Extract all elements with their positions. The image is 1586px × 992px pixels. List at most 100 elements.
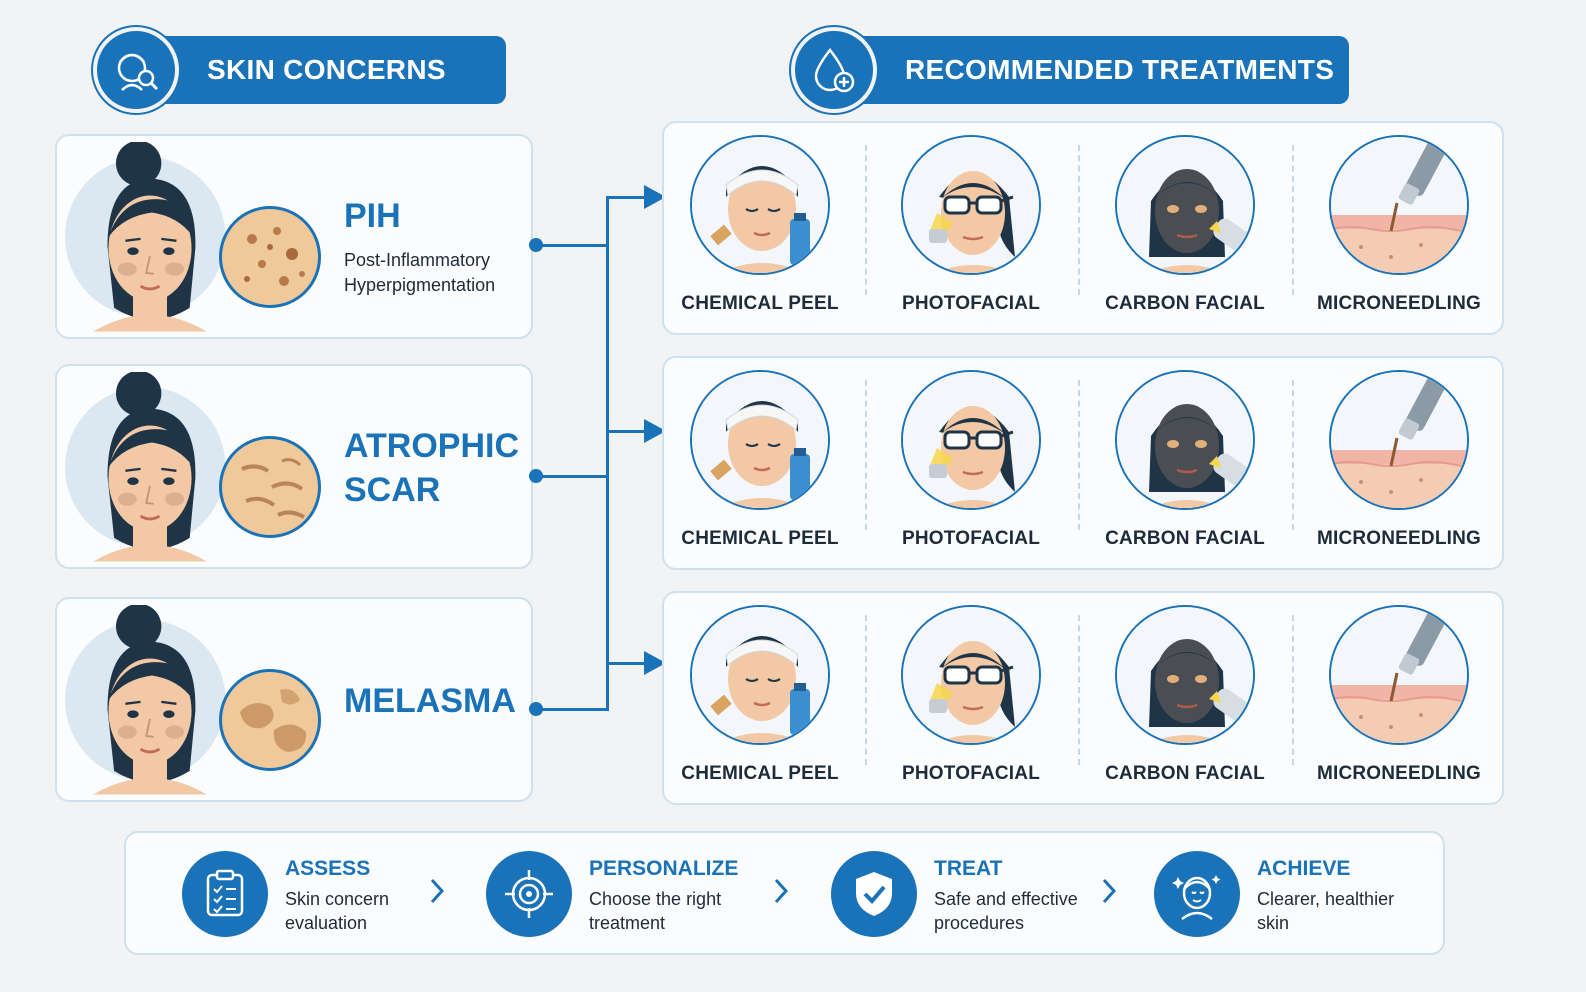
treatment-microneedling: MICRONEEDLING bbox=[1303, 593, 1513, 803]
microneedling-illustration bbox=[1329, 605, 1469, 745]
concern-title: MELASMA bbox=[344, 682, 516, 720]
microneedling-illustration bbox=[1329, 135, 1469, 275]
concern-title: PIH bbox=[344, 197, 401, 235]
treatment-chemical-peel: CHEMICAL PEEL bbox=[664, 593, 874, 803]
chevron-right-icon bbox=[774, 878, 789, 904]
arrow-head bbox=[644, 651, 666, 675]
treatment-photofacial: PHOTOFACIAL bbox=[875, 123, 1085, 333]
arrow-head bbox=[644, 185, 666, 209]
divider bbox=[1292, 380, 1294, 530]
drop-plus-icon bbox=[791, 27, 877, 113]
treatment-label: PHOTOFACIAL bbox=[901, 293, 1041, 314]
arrow-head bbox=[644, 419, 666, 443]
connector-line bbox=[536, 244, 608, 247]
treatment-chemical-peel: CHEMICAL PEEL bbox=[664, 358, 874, 568]
step-treat: TREAT Safe and effective procedures bbox=[831, 849, 1121, 939]
process-steps-bar: ASSESS Skin concern evaluation PERSONALI… bbox=[124, 831, 1445, 955]
divider bbox=[1292, 145, 1294, 295]
connector-line bbox=[606, 430, 648, 433]
step-title: PERSONALIZE bbox=[589, 857, 739, 880]
step-achieve: ACHIEVE Clearer, healthier skin bbox=[1154, 849, 1434, 939]
treatment-label: PHOTOFACIAL bbox=[901, 763, 1041, 784]
step-personalize: PERSONALIZE Choose the right treatment bbox=[486, 849, 776, 939]
chevron-right-icon bbox=[430, 878, 445, 904]
treatment-label: CHEMICAL PEEL bbox=[681, 293, 839, 314]
carbon-facial-illustration bbox=[1115, 135, 1255, 275]
connector-line bbox=[536, 475, 608, 478]
connector-line bbox=[606, 662, 648, 665]
step-title: TREAT bbox=[934, 857, 1003, 880]
step-title: ACHIEVE bbox=[1257, 857, 1351, 880]
treatment-label: MICRONEEDLING bbox=[1316, 763, 1482, 784]
connector-trunk bbox=[606, 196, 609, 711]
clipboard-icon bbox=[182, 851, 268, 937]
divider bbox=[1078, 380, 1080, 530]
treatment-photofacial: PHOTOFACIAL bbox=[875, 593, 1085, 803]
face-illustration bbox=[65, 142, 227, 332]
chevron-right-icon bbox=[1102, 878, 1117, 904]
treatment-label: CHEMICAL PEEL bbox=[681, 763, 839, 784]
concern-card-atrophic-scar: ATROPHIC SCAR bbox=[55, 364, 533, 569]
chemical-peel-illustration bbox=[690, 605, 830, 745]
step-desc-line1: Choose the right bbox=[589, 889, 722, 909]
treatments-header: RECOMMENDED TREATMENTS bbox=[791, 27, 1349, 113]
treatment-label: CARBON FACIAL bbox=[1105, 528, 1265, 549]
photofacial-illustration bbox=[901, 135, 1041, 275]
treatment-label: CARBON FACIAL bbox=[1105, 293, 1265, 314]
carbon-facial-illustration bbox=[1115, 605, 1255, 745]
step-desc-line2: procedures bbox=[934, 913, 1025, 933]
divider bbox=[1292, 615, 1294, 765]
step-desc-line2: evaluation bbox=[285, 913, 368, 933]
divider bbox=[1078, 615, 1080, 765]
skin-closeup-atrophic-scar bbox=[219, 436, 321, 538]
divider bbox=[865, 145, 867, 295]
treatment-row-pih: CHEMICAL PEEL PHOTOFACIAL CARBON FACIAL … bbox=[662, 121, 1504, 335]
treatment-carbon-facial: CARBON FACIAL bbox=[1089, 358, 1299, 568]
treatment-label: MICRONEEDLING bbox=[1316, 293, 1482, 314]
treatment-label: CARBON FACIAL bbox=[1105, 763, 1265, 784]
face-magnifier-icon bbox=[93, 27, 179, 113]
divider bbox=[865, 380, 867, 530]
treatment-row-melasma: CHEMICAL PEEL PHOTOFACIAL CARBON FACIAL … bbox=[662, 591, 1504, 805]
treatment-microneedling: MICRONEEDLING bbox=[1303, 358, 1513, 568]
step-desc-line1: Safe and effective bbox=[934, 889, 1078, 909]
face-illustration bbox=[65, 605, 227, 795]
concern-subtitle-line1: Post-Inflammatory bbox=[344, 250, 491, 270]
step-desc-line2: skin bbox=[1257, 913, 1290, 933]
chemical-peel-illustration bbox=[690, 370, 830, 510]
connector-line bbox=[606, 196, 648, 199]
treatment-label: CHEMICAL PEEL bbox=[681, 528, 839, 549]
carbon-facial-illustration bbox=[1115, 370, 1255, 510]
photofacial-illustration bbox=[901, 605, 1041, 745]
treatment-chemical-peel: CHEMICAL PEEL bbox=[664, 123, 874, 333]
treatment-carbon-facial: CARBON FACIAL bbox=[1089, 593, 1299, 803]
photofacial-illustration bbox=[901, 370, 1041, 510]
treatment-microneedling: MICRONEEDLING bbox=[1303, 123, 1513, 333]
treatment-photofacial: PHOTOFACIAL bbox=[875, 358, 1085, 568]
treatment-row-atrophic-scar: CHEMICAL PEEL PHOTOFACIAL CARBON FACIAL … bbox=[662, 356, 1504, 570]
concern-title-line1: ATROPHIC bbox=[344, 427, 520, 465]
concern-title-line2: SCAR bbox=[344, 471, 441, 509]
step-desc-line2: treatment bbox=[589, 913, 666, 933]
face-illustration bbox=[65, 372, 227, 562]
chemical-peel-illustration bbox=[690, 135, 830, 275]
treatment-carbon-facial: CARBON FACIAL bbox=[1089, 123, 1299, 333]
treatments-title: RECOMMENDED TREATMENTS bbox=[851, 36, 1349, 104]
concern-card-melasma: MELASMA bbox=[55, 597, 533, 802]
skin-closeup-melasma bbox=[219, 669, 321, 771]
treatment-label: MICRONEEDLING bbox=[1316, 528, 1482, 549]
step-desc-line1: Clearer, healthier bbox=[1257, 889, 1395, 909]
divider bbox=[865, 615, 867, 765]
connector-line bbox=[536, 708, 608, 711]
step-desc-line1: Skin concern bbox=[285, 889, 390, 909]
skin-concerns-header: SKIN CONCERNS bbox=[93, 27, 506, 113]
skin-concerns-title: SKIN CONCERNS bbox=[153, 36, 506, 104]
step-title: ASSESS bbox=[285, 857, 371, 880]
concern-card-pih: PIH Post-Inflammatory Hyperpigmentation bbox=[55, 134, 533, 339]
treatment-label: PHOTOFACIAL bbox=[901, 528, 1041, 549]
microneedling-illustration bbox=[1329, 370, 1469, 510]
shield-check-icon bbox=[831, 851, 917, 937]
skin-closeup-pih bbox=[219, 206, 321, 308]
step-assess: ASSESS Skin concern evaluation bbox=[182, 849, 442, 939]
concern-subtitle-line2: Hyperpigmentation bbox=[344, 275, 496, 295]
